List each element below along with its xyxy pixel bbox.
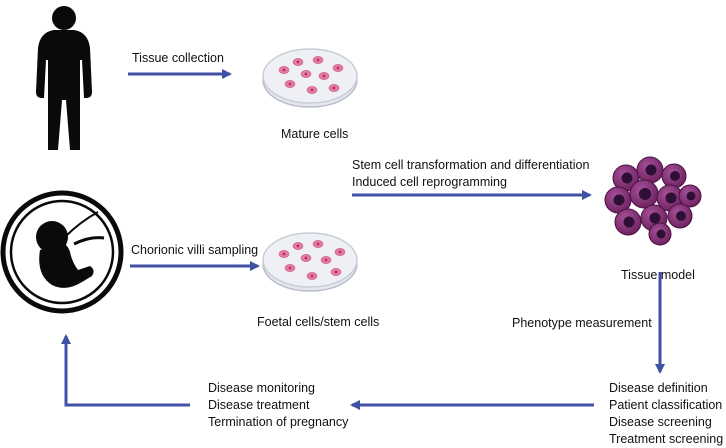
label-tissue-collection: Tissue collection xyxy=(132,51,224,65)
adult-person-icon xyxy=(36,6,92,150)
application-item: Disease screening xyxy=(609,415,712,429)
outcome-item: Disease treatment xyxy=(208,398,310,412)
application-item: Disease definition xyxy=(609,381,708,395)
arrow-back-to-foetus xyxy=(61,334,190,407)
label-phenotype-measurement: Phenotype measurement xyxy=(512,316,652,330)
outcome-item: Termination of pregnancy xyxy=(208,415,349,429)
foetus-icon xyxy=(0,190,124,314)
application-item: Patient classification xyxy=(609,398,723,412)
foetal-cells-dish-icon xyxy=(262,232,358,292)
tissue-model-icon xyxy=(604,156,702,246)
label-foetal-cells: Foetal cells/stem cells xyxy=(257,315,380,329)
arrows xyxy=(61,69,665,410)
label-tissue-model: Tissue model xyxy=(621,268,695,282)
label-chorionic-villi-sampling: Chorionic villi sampling xyxy=(131,243,259,257)
label-transformation-line-2: Induced cell reprogramming xyxy=(352,175,507,189)
outcome-item: Disease monitoring xyxy=(208,381,315,395)
application-item: Treatment screening xyxy=(609,432,724,446)
label-mature-cells: Mature cells xyxy=(281,127,349,141)
label-outcomes: Disease monitoring Disease treatment Ter… xyxy=(208,380,348,431)
mature-cells-dish-icon xyxy=(262,48,358,108)
label-applications: Disease definition Patient classificatio… xyxy=(609,380,723,448)
label-transformation-line-1: Stem cell transformation and differentia… xyxy=(352,158,590,172)
label-transformation: Stem cell transformation and differentia… xyxy=(352,157,589,191)
